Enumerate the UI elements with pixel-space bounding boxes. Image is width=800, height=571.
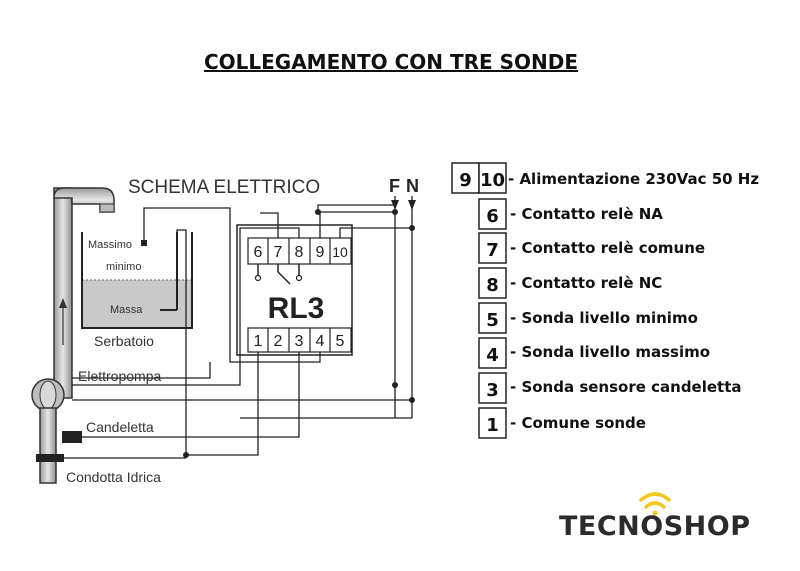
legend-number: 10: [480, 170, 505, 191]
legend-row: 3 - Sonda sensore candeletta: [478, 372, 742, 404]
legend-number: 7: [486, 240, 499, 261]
schema-label: SCHEMA ELETTRICO: [128, 177, 320, 198]
pump-label: Elettropompa: [78, 368, 161, 384]
legend-text: - Contatto relè NA: [510, 205, 663, 223]
legend-text: - Contatto relè comune: [510, 239, 705, 257]
mass-label: Massa: [110, 304, 143, 316]
legend-number: 6: [486, 206, 499, 227]
legend-row: 8 - Contatto relè NC: [478, 267, 662, 299]
legend-text: - Sonda livello massimo: [510, 343, 710, 361]
terminal-10: 10: [332, 244, 348, 260]
max-level-label: Massimo: [88, 239, 132, 251]
legend-row: 5 - Sonda livello minimo: [478, 302, 698, 334]
device-label: RL3: [268, 292, 325, 325]
legend-number: 9: [459, 170, 472, 191]
terminal-7: 7: [274, 244, 283, 261]
phase-label: F: [389, 176, 400, 196]
terminal-8: 8: [295, 244, 304, 261]
legend-number: 1: [486, 415, 499, 436]
terminal-5: 5: [336, 333, 345, 350]
candle-label: Candeletta: [86, 419, 154, 435]
legend-text: - Alimentazione 230Vac 50 Hz: [508, 170, 759, 188]
terminal-3: 3: [295, 333, 304, 350]
water-pipe-label: Condotta Idrica: [66, 469, 161, 485]
tank: [81, 232, 193, 329]
legend-row: 7 - Contatto relè comune: [478, 232, 705, 264]
legend-number: 8: [486, 275, 499, 296]
terminal-1: 1: [254, 333, 263, 350]
min-level-label: minimo: [106, 261, 141, 273]
wifi-signal-icon: [639, 492, 671, 516]
terminal-9: 9: [316, 244, 325, 261]
terminal-2: 2: [274, 333, 283, 350]
legend-number: 3: [486, 380, 499, 401]
terminal-6: 6: [254, 244, 263, 261]
legend-text: - Sonda livello minimo: [510, 309, 698, 327]
legend-number: 5: [486, 310, 499, 331]
legend-row: 6 - Contatto relè NA: [478, 198, 663, 230]
legend-number: 4: [486, 345, 499, 366]
terminal-4: 4: [316, 333, 325, 350]
wire-junctions: [183, 209, 415, 458]
neutral-label: N: [406, 176, 419, 196]
legend-row: 4 - Sonda livello massimo: [478, 337, 710, 369]
legend-text: - Sonda sensore candeletta: [510, 378, 742, 396]
water-pipe-clamp: [36, 454, 64, 462]
power-arrows: [391, 200, 416, 210]
wiring: [64, 196, 413, 459]
diagram-title: COLLEGAMENTO CON TRE SONDE: [203, 50, 579, 74]
relay-contact-symbol: [254, 264, 303, 285]
pump-pipe: [53, 187, 115, 399]
legend-row-power: 9 10 - Alimentazione 230Vac 50 Hz: [451, 162, 759, 194]
legend-text: - Comune sonde: [510, 414, 646, 432]
legend: 9 10 - Alimentazione 230Vac 50 Hz 6 - Co…: [451, 162, 759, 439]
legend-text: - Contatto relè NC: [510, 274, 662, 292]
legend-row: 1 - Comune sonde: [478, 407, 646, 439]
brand-logo: TECNOSHOP: [559, 511, 751, 542]
pump-body: [31, 378, 65, 484]
candle-sensor: [62, 431, 82, 443]
tank-label: Serbatoio: [94, 333, 154, 349]
